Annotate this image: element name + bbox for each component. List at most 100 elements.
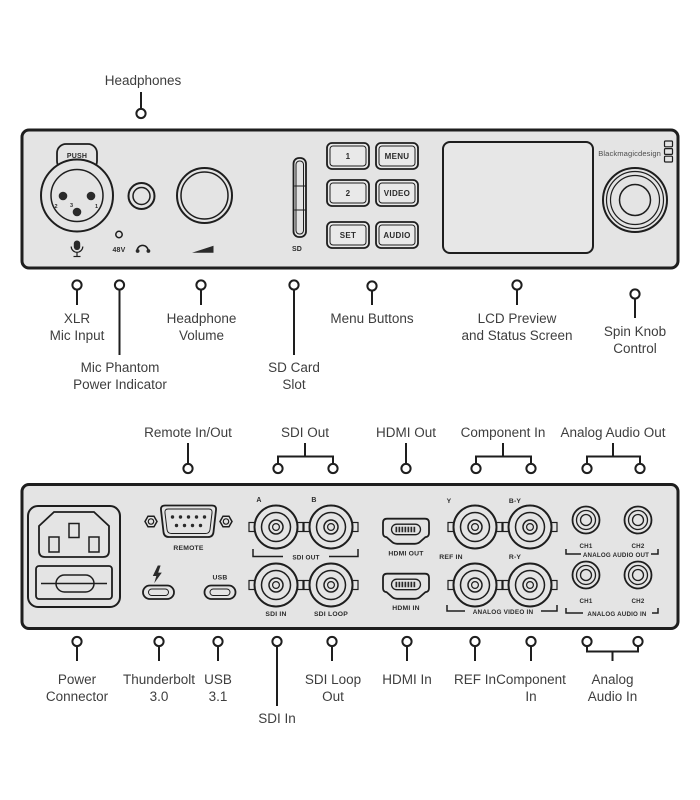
svg-text:Spin Knob: Spin Knob: [604, 324, 666, 339]
callout-power-connector: Power Connector: [46, 635, 109, 704]
brand-text: Blackmagicdesign: [598, 149, 661, 158]
svg-text:Component In: Component In: [461, 425, 546, 440]
usb-port: USB: [203, 575, 237, 600]
rear-panel: REMOTE USB A B SDI OUT SDI IN SDI LOOP: [20, 483, 680, 630]
callout-usb: USB 3.1: [204, 635, 232, 704]
callout-dot: [470, 462, 482, 475]
callout-analog-audio-in: Analog Audio In: [581, 635, 644, 704]
svg-text:Thunderbolt: Thunderbolt: [123, 672, 195, 687]
mic-icon: [70, 240, 84, 258]
bmd-squares-icon: [663, 140, 674, 163]
svg-text:Power Indicator: Power Indicator: [73, 377, 167, 392]
callout-dot: [525, 635, 537, 648]
callout-sdi-out: SDI Out: [272, 425, 339, 475]
svg-text:MENU: MENU: [385, 152, 410, 161]
sdi-out-group-label: SDI OUT: [292, 555, 319, 562]
xlr-mic-input-connector: PUSH 2 3 1: [40, 143, 114, 258]
svg-text:USB: USB: [204, 672, 232, 687]
svg-text:Menu Buttons: Menu Buttons: [330, 311, 414, 326]
xlr-pin-3-label: 3: [70, 203, 73, 209]
svg-text:Power: Power: [58, 672, 97, 687]
audio-in-ch2-label: CH2: [632, 598, 645, 605]
svg-text:and Status Screen: and Status Screen: [461, 328, 572, 343]
callout-dot: [212, 635, 224, 648]
component-by-label: B-Y: [509, 498, 522, 505]
component-ry-label: R-Y: [509, 554, 522, 561]
callout-dot: [288, 279, 300, 291]
button-menu: MENU: [375, 142, 419, 170]
svg-text:Control: Control: [613, 341, 657, 356]
callout-dot: [195, 279, 207, 291]
svg-text:SDI Out: SDI Out: [281, 425, 329, 440]
sdi-connectors: A B SDI OUT SDI IN SDI LOOP: [248, 497, 359, 618]
hdmi-out-label: HDMI OUT: [388, 551, 424, 558]
analog-audio-in-group-label: ANALOG AUDIO IN: [587, 611, 646, 618]
sdi-loop-label: SDI LOOP: [314, 611, 348, 618]
xlr-outer-ring: [40, 158, 114, 233]
svg-text:Analog Audio Out: Analog Audio Out: [560, 425, 665, 440]
button-1: 1: [326, 142, 370, 170]
remote-label: REMOTE: [173, 545, 204, 552]
component-video-connectors: Y B-Y REF IN R-Y ANALOG VIDEO IN: [439, 498, 558, 616]
audio-out-ch1-label: CH1: [580, 543, 593, 550]
xlr-pin-2: [58, 191, 68, 201]
callout-mic-phantom: Mic Phantom Power Indicator: [73, 279, 167, 392]
button-audio: AUDIO: [375, 221, 419, 249]
svg-text:Slot: Slot: [282, 377, 306, 392]
button-2: 2: [326, 179, 370, 207]
svg-text:SET: SET: [340, 231, 356, 240]
analog-video-in-group-label: ANALOG VIDEO IN: [473, 609, 534, 616]
volume-icon: [192, 245, 214, 253]
callout-thunderbolt: Thunderbolt 3.0: [123, 635, 195, 704]
svg-text:SDI Loop: SDI Loop: [305, 672, 361, 687]
callout-dot: [525, 462, 537, 475]
callout-sdi-in: SDI In: [258, 635, 296, 726]
callout-sdi-loop-out: SDI Loop Out: [305, 635, 361, 704]
xlr-pin-2-label: 2: [54, 204, 57, 210]
phantom-label: 48V: [112, 247, 125, 254]
svg-text:Connector: Connector: [46, 689, 109, 704]
phantom-power-indicator: 48V: [112, 230, 125, 254]
screw-post-left: [144, 515, 158, 528]
callout-dot: [135, 107, 147, 120]
button-video: VIDEO: [375, 179, 419, 207]
headphone-jack: [127, 182, 156, 253]
svg-text:Component: Component: [496, 672, 566, 687]
callout-dot: [511, 279, 523, 291]
hdmi-in-label: HDMI IN: [392, 605, 419, 612]
callout-dot: [634, 462, 646, 475]
callout-menu-buttons: Menu Buttons: [330, 280, 414, 326]
analog-audio-connectors: CH1 CH2 ANALOG AUDIO OUT CH1 CH2 ANALOG …: [565, 505, 659, 618]
thunderbolt-icon: [152, 565, 162, 584]
svg-text:VIDEO: VIDEO: [384, 189, 410, 198]
svg-text:Headphone: Headphone: [167, 311, 237, 326]
audio-out-ch2-label: CH2: [632, 543, 645, 550]
analog-audio-out-group-label: ANALOG AUDIO OUT: [583, 552, 649, 559]
callout-dot: [271, 635, 283, 648]
svg-text:REF In: REF In: [454, 672, 496, 687]
screw-post-right: [219, 515, 233, 528]
callout-dot: [629, 288, 641, 300]
usb-label: USB: [213, 575, 228, 582]
sdi-b-label: B: [311, 497, 316, 504]
svg-text:XLR: XLR: [64, 311, 91, 326]
callout-dot: [113, 279, 126, 291]
svg-text:Audio In: Audio In: [588, 689, 638, 704]
svg-text:2: 2: [346, 189, 351, 198]
spin-knob: [602, 167, 668, 233]
callout-analog-audio-out: Analog Audio Out: [560, 425, 666, 475]
sd-slot-label: SD: [292, 246, 302, 253]
audio-in-ch1-label: CH1: [580, 598, 593, 605]
callout-dot: [71, 635, 83, 648]
svg-text:Mic Input: Mic Input: [50, 328, 105, 343]
callout-headphone-volume: Headphone Volume: [167, 279, 237, 343]
headphone-icon: [135, 244, 151, 253]
ref-in-label: REF IN: [439, 554, 462, 561]
callout-dot: [469, 635, 481, 648]
callout-xlr-mic-input: XLR Mic Input: [50, 279, 105, 343]
rear-callouts-bottom: Power Connector Thunderbolt 3.0 USB 3.1 …: [46, 635, 644, 726]
rear-callouts-top: Remote In/Out SDI Out HDMI Out Component…: [144, 425, 666, 475]
xlr-pin-1-label: 1: [95, 204, 98, 210]
lcd-screen: [442, 141, 594, 254]
